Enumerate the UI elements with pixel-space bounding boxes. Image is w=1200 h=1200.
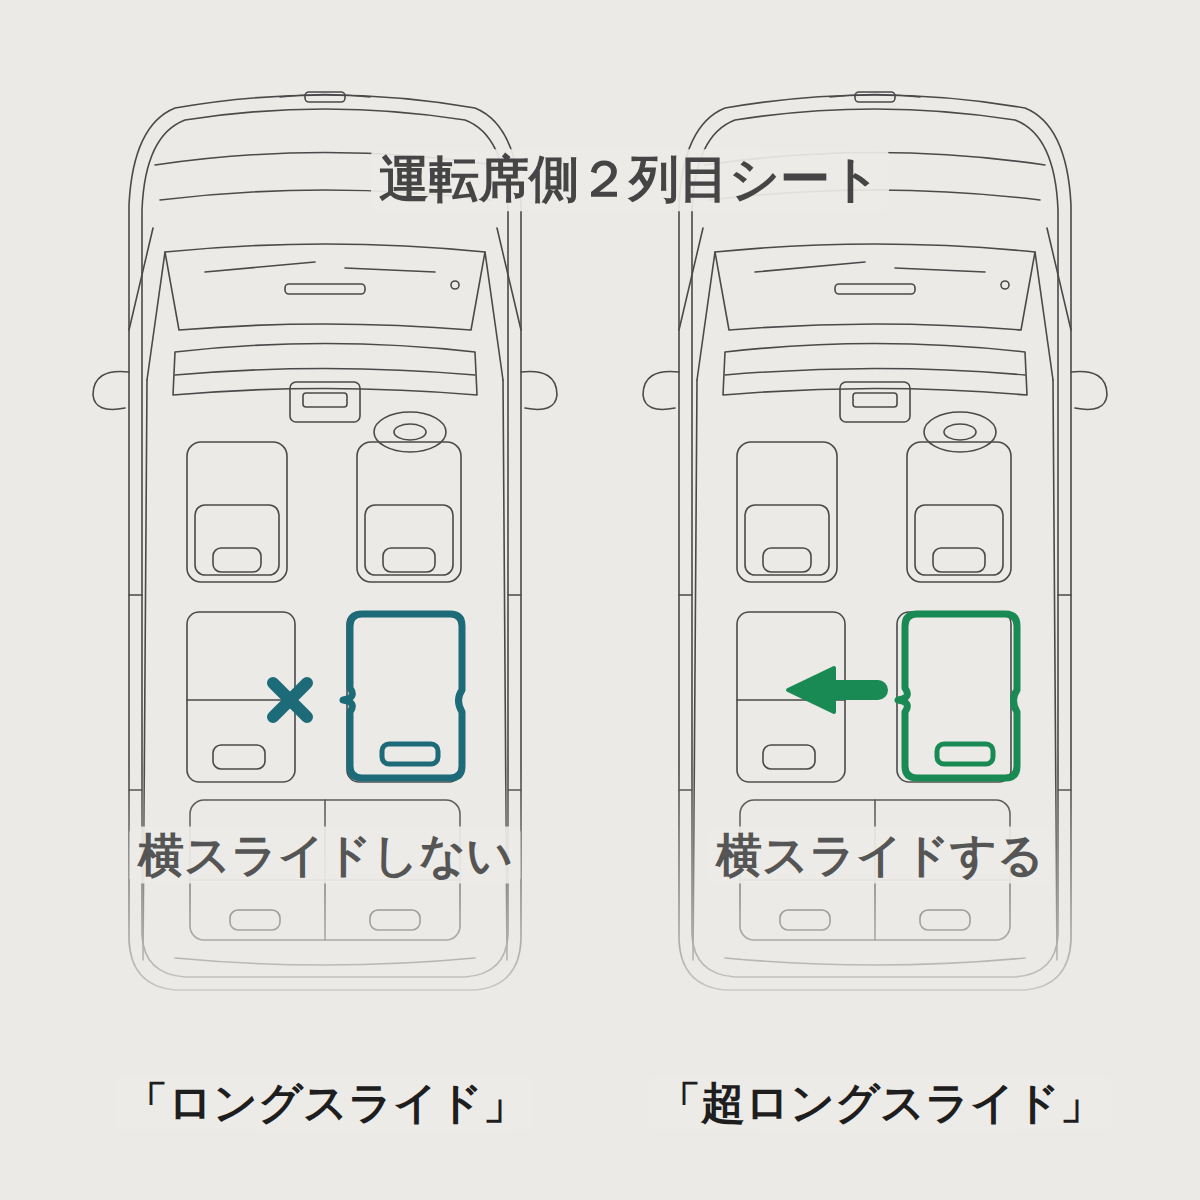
model-caption: 「ロングスライド」 (116, 1076, 535, 1131)
slide-note: 横スライドしない (130, 827, 521, 884)
cross-mark (273, 683, 307, 717)
slide-note: 横スライドする (708, 827, 1052, 884)
diagram-title: 運転席側２列目シート (371, 149, 889, 211)
seat-outline (898, 614, 1017, 778)
slide-arrow (788, 668, 878, 712)
car-outline (93, 92, 557, 990)
car-outline (643, 92, 1107, 990)
seat-outline (343, 614, 462, 778)
model-caption: 「超ロングスライド」 (649, 1076, 1112, 1131)
fade-overlay (640, 770, 1120, 1000)
fade-overlay (90, 770, 570, 1000)
